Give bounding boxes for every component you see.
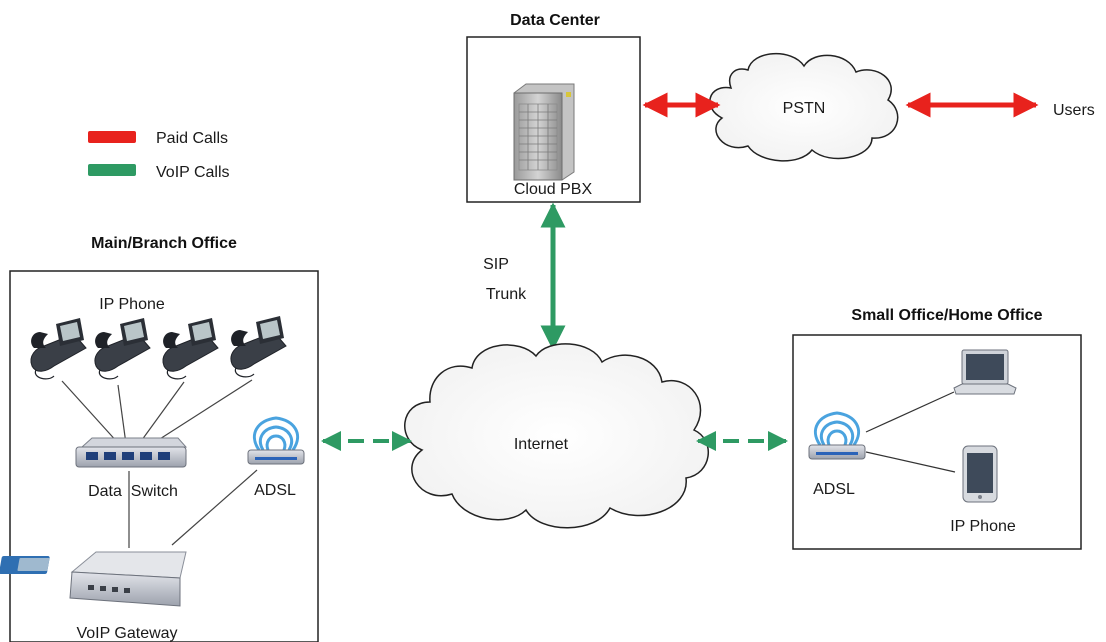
soho-adsl-label: ADSL [813,481,855,498]
laptop-icon [953,349,1017,395]
ip-phone-group-label: IP Phone [99,296,165,313]
paid-calls-swatch [88,131,136,143]
phone-switch-wires [61,379,258,548]
small-office-home-office: Small Office/Home Office ADSL IP Phon [792,307,1082,550]
voip-calls-swatch [88,164,136,176]
wifi-router-icon [808,411,866,460]
soho-wires [865,391,956,473]
data-center: Data Center Cloud PBX [466,12,641,203]
data-center-title: Data Center [510,12,600,29]
wifi-router-icon [247,416,305,465]
legend: Paid Calls VoIP Calls [88,130,230,181]
main-branch-office: Main/Branch Office IP Phone [0,235,319,642]
soho-ip-phone-label: IP Phone [950,518,1016,535]
soho-title: Small Office/Home Office [851,307,1042,324]
network-switch-icon [75,437,188,468]
data-switch-label: Data Switch [88,483,178,500]
trunk-label: Trunk [486,286,527,303]
server-icon [513,83,575,181]
soho-box [792,334,1082,550]
paid-calls-label: Paid Calls [156,130,228,147]
internet-label: Internet [514,436,569,453]
pstn-cloud: PSTN [709,53,899,162]
ip-phone-icon [162,318,219,380]
sip-label: SIP [483,256,509,273]
voip-gateway-label: VoIP Gateway [76,625,177,642]
voip-calls-label: VoIP Calls [156,164,230,181]
ip-phone-icon [94,318,151,380]
ip-phone-icon [30,318,87,380]
ip-phone-icon [230,316,287,378]
voip-gateway-icon [0,551,187,607]
cloud-pbx-label: Cloud PBX [514,181,593,198]
main-adsl-label: ADSL [254,482,296,499]
pstn-label: PSTN [783,100,826,117]
main-office-title: Main/Branch Office [91,235,237,252]
internet-cloud: Internet [404,343,709,529]
users-label: Users [1053,102,1095,119]
mobile-phone-icon [962,445,998,503]
